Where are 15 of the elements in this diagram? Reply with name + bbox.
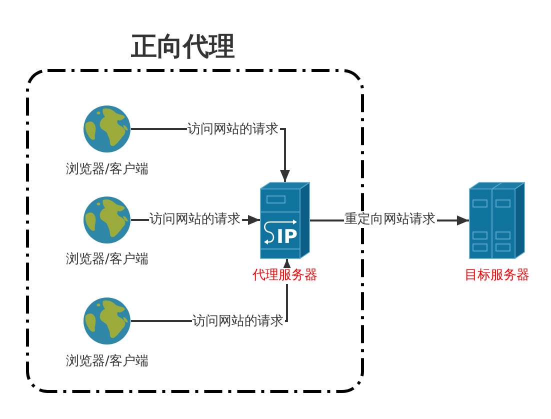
node-label: 浏览器/客户端 <box>65 162 150 178</box>
icon-label: IP <box>276 226 298 248</box>
node-label: 代理服务器 <box>252 268 318 284</box>
edge-label: 重定向网站请求 <box>344 212 436 228</box>
globe-icon <box>83 297 131 345</box>
globe-icon <box>83 105 131 153</box>
edge-label: 访问网站的请求 <box>192 314 284 330</box>
node-label: 浏览器/客户端 <box>65 252 150 268</box>
globe-icon <box>83 196 131 244</box>
title: 正向代理 <box>131 32 235 63</box>
node-label: 目标服务器 <box>464 268 530 284</box>
node-label: 浏览器/客户端 <box>65 354 150 370</box>
server-icon <box>469 182 525 259</box>
edge-label: 访问网站的请求 <box>186 122 280 138</box>
edge-label: 访问网站的请求 <box>148 212 242 228</box>
